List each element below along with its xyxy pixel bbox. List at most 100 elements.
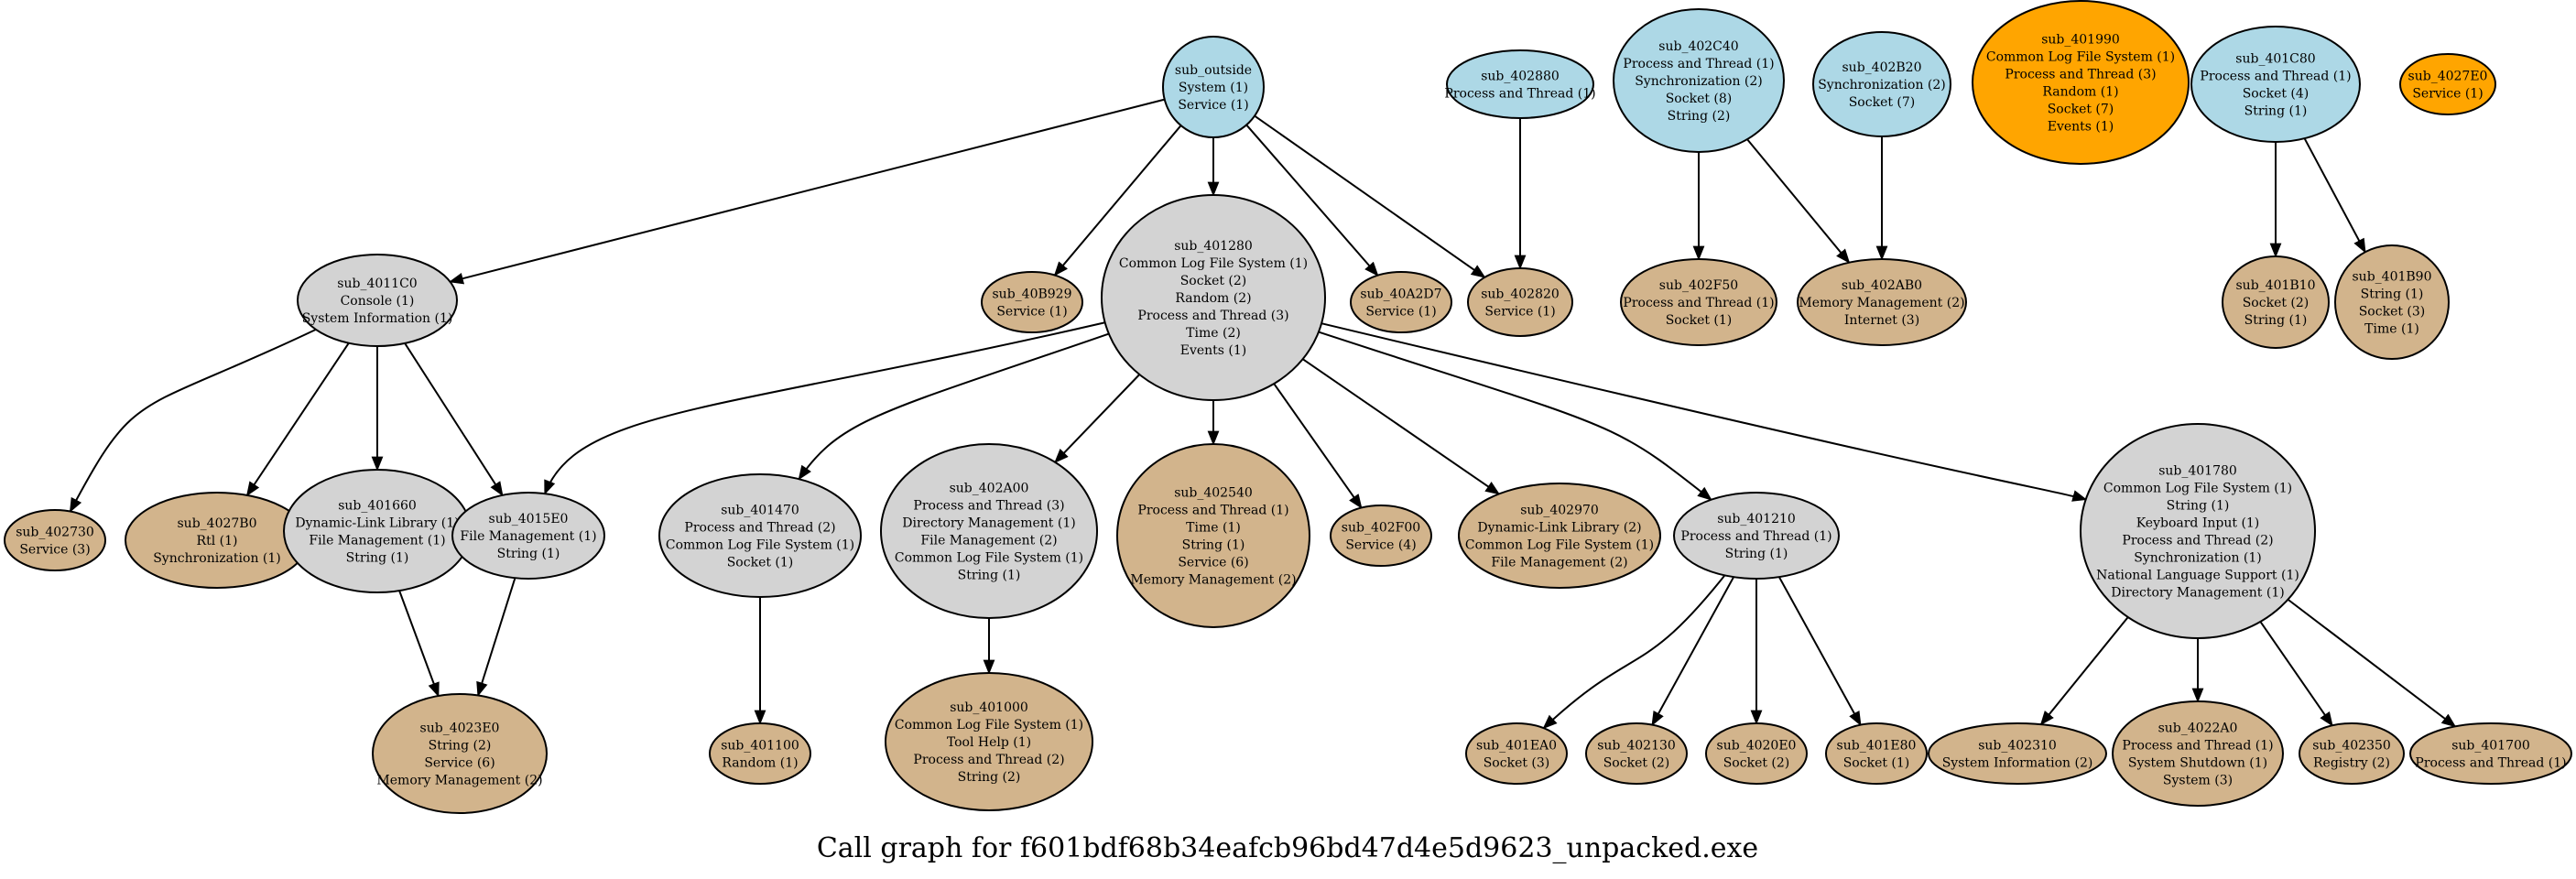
node-api-line: Socket (7) bbox=[1849, 95, 1916, 110]
node-api-line: String (1) bbox=[346, 551, 409, 566]
node-api-line: System (1) bbox=[1179, 81, 1248, 95]
node-title: sub_401470 bbox=[721, 504, 799, 518]
node-api-line: Service (6) bbox=[1178, 556, 1248, 570]
node-api-line: Common Log File System (1) bbox=[1119, 256, 1308, 271]
node-api-line: Socket (2) bbox=[1180, 274, 1247, 288]
node-title: sub_401990 bbox=[2041, 33, 2120, 48]
node-api-line: Random (1) bbox=[2042, 85, 2118, 100]
node-title: sub_402F00 bbox=[1342, 521, 1420, 536]
node-api-line: Synchronization (2) bbox=[1635, 74, 1763, 89]
node-api-line: Random (1) bbox=[722, 756, 798, 771]
node-api-line: Socket (1) bbox=[1843, 756, 1910, 771]
node-ellipse bbox=[2409, 722, 2572, 785]
node-api-line: Service (1) bbox=[1484, 305, 1555, 320]
node-api-line: Directory Management (1) bbox=[2111, 586, 2284, 601]
node-api-line: Socket (2) bbox=[1723, 756, 1790, 771]
node-ellipse bbox=[372, 693, 548, 814]
graph-caption: Call graph for f601bdf68b34eafcb96bd47d4… bbox=[817, 832, 1758, 864]
node-ellipse bbox=[1705, 722, 1808, 785]
edge-sub_401780-to-sub_402310 bbox=[2039, 616, 2129, 726]
node-api-line: Socket (7) bbox=[2048, 103, 2114, 117]
node-ellipse bbox=[1350, 271, 1452, 333]
node-api-line: Socket (1) bbox=[727, 556, 794, 570]
node-title: sub_402540 bbox=[1174, 486, 1253, 501]
node-api-line: String (1) bbox=[2361, 288, 2424, 302]
node-title: sub_4020E0 bbox=[1717, 739, 1797, 754]
node-title: sub_40A2D7 bbox=[1360, 288, 1441, 302]
node-ellipse bbox=[2112, 700, 2284, 807]
edge-sub_4011C0-to-sub_4015E0 bbox=[404, 342, 504, 497]
edge-sub_401210-to-sub_402130 bbox=[1651, 576, 1735, 727]
node-api-line: National Language Support (1) bbox=[2096, 569, 2299, 583]
node-api-line: Service (1) bbox=[1365, 305, 1436, 320]
node-api-line: Service (6) bbox=[424, 756, 495, 771]
edge-sub_401280-to-sub_401210 bbox=[1318, 331, 1712, 501]
edge-sub_4011C0-to-sub_402730 bbox=[69, 328, 317, 513]
node-ellipse bbox=[1446, 49, 1594, 119]
node-ellipse bbox=[885, 672, 1093, 811]
node-api-line: System Information (2) bbox=[1942, 756, 2093, 771]
edges-layer bbox=[69, 98, 2457, 730]
node-title: sub_4015E0 bbox=[489, 512, 569, 526]
node-ellipse bbox=[1116, 443, 1310, 628]
node-ellipse bbox=[2299, 722, 2405, 785]
edge-sub_401210-to-sub_401EA0 bbox=[1542, 574, 1726, 730]
node-title: sub_401780 bbox=[2158, 464, 2237, 479]
node-ellipse bbox=[1458, 483, 1661, 589]
node-title: sub_401E80 bbox=[1837, 739, 1917, 754]
node-api-line: Time (1) bbox=[1186, 521, 1241, 536]
node-title: sub_402310 bbox=[1978, 739, 2057, 754]
node-ellipse bbox=[1812, 31, 1951, 137]
node-api-line: Process and Thread (2) bbox=[2122, 534, 2273, 548]
node-api-line: Process and Thread (3) bbox=[2005, 68, 2156, 82]
node-api-line: Time (1) bbox=[2364, 322, 2419, 337]
node-title: sub_402C40 bbox=[1658, 39, 1738, 54]
node-api-line: Internet (3) bbox=[1844, 313, 1919, 328]
node-api-line: Service (3) bbox=[19, 543, 90, 558]
node-api-line: Common Log File System (1) bbox=[2103, 482, 2292, 496]
node-api-line: Process and Thread (1) bbox=[1623, 296, 1774, 310]
node-api-line: Common Log File System (1) bbox=[1465, 538, 1654, 553]
node-api-line: String (1) bbox=[1182, 538, 1245, 553]
node-api-line: Service (1) bbox=[1178, 98, 1248, 113]
node-ellipse bbox=[1673, 492, 1840, 580]
node-ellipse bbox=[658, 473, 862, 598]
node-api-line: Dynamic-Link Library (1) bbox=[295, 516, 459, 531]
edge-sub_401280-to-sub_402A00 bbox=[1054, 374, 1141, 464]
edge-sub_401280-to-sub_402970 bbox=[1302, 358, 1501, 495]
edge-sub_401280-to-sub_402F00 bbox=[1273, 383, 1363, 509]
edge-sub_401210-to-sub_401E80 bbox=[1777, 576, 1862, 727]
node-ellipse bbox=[297, 254, 458, 347]
node-api-line: Memory Management (2) bbox=[1799, 296, 1964, 310]
edge-sub_401660-to-sub_4023E0 bbox=[398, 590, 440, 698]
edge-sub_outside-to-sub_40B929 bbox=[1053, 125, 1182, 277]
node-ellipse bbox=[2190, 26, 2361, 143]
node-ellipse bbox=[1585, 722, 1688, 785]
node-ellipse bbox=[2399, 53, 2496, 115]
node-title: sub_401B90 bbox=[2353, 270, 2432, 285]
node-api-line: Socket (3) bbox=[2359, 305, 2426, 320]
node-title: sub_402730 bbox=[16, 526, 94, 540]
node-title: sub_402820 bbox=[1481, 288, 1560, 302]
node-title: sub_402970 bbox=[1520, 504, 1599, 518]
node-api-line: System Shutdown (1) bbox=[2128, 756, 2267, 771]
node-api-line: String (1) bbox=[2167, 499, 2230, 514]
node-api-line: String (1) bbox=[497, 547, 560, 561]
node-title: sub_401EA0 bbox=[1476, 739, 1557, 754]
edge-sub_401C80-to-sub_401B90 bbox=[2303, 137, 2366, 254]
